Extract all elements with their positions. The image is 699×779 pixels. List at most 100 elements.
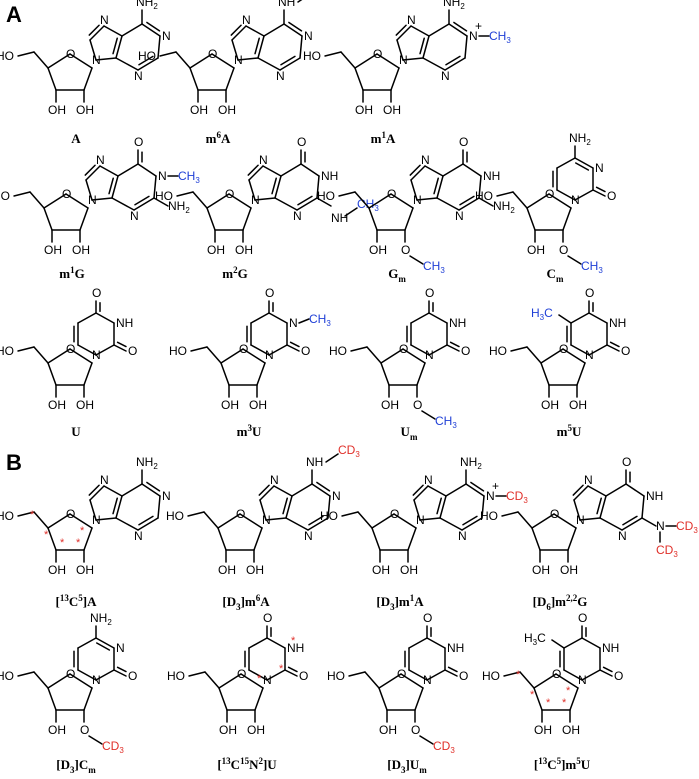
atom-n3: N (304, 529, 313, 543)
bond (570, 344, 590, 356)
oxo-6: O (134, 135, 143, 149)
bond (188, 671, 206, 677)
bond (69, 513, 93, 529)
bond (380, 348, 404, 364)
bond (89, 39, 97, 61)
bond (274, 197, 298, 211)
bond (89, 485, 105, 501)
amino-4: NH2 (569, 131, 591, 147)
compound-caption: [13C5]m5U (534, 756, 591, 772)
isotope-star: * (562, 697, 567, 709)
bond (588, 312, 608, 324)
bond (459, 195, 475, 206)
bond (266, 637, 286, 649)
bond (108, 177, 114, 195)
isotope-star: * (546, 697, 551, 709)
bond (625, 483, 645, 497)
bond (410, 165, 426, 181)
oxo-6: O (622, 455, 631, 469)
methyl-n2a: CD3 (676, 519, 698, 535)
hydroxyl-2: OH (249, 398, 267, 412)
bond (419, 735, 434, 745)
methyl-n6: CD3 (338, 443, 360, 459)
isotope-star: * (279, 663, 284, 675)
atom-n9: N (92, 513, 101, 527)
bond (88, 24, 100, 36)
bond (562, 207, 572, 231)
bond (77, 669, 97, 681)
oxygen-2: O (411, 723, 420, 737)
bond (422, 57, 446, 71)
bond (268, 344, 288, 356)
bond (117, 163, 139, 177)
oxo-2: O (459, 669, 468, 683)
bond (83, 362, 93, 386)
atom-n3: N (130, 209, 139, 223)
bond (419, 517, 441, 521)
bond (433, 177, 439, 195)
bond (402, 348, 426, 364)
bond (428, 312, 448, 324)
bond (380, 362, 390, 386)
bond (409, 255, 424, 265)
ring-oxygen: O (399, 342, 408, 356)
atom-n2: NH (331, 211, 348, 225)
bond (606, 344, 620, 352)
bond (206, 207, 216, 231)
bond (592, 189, 606, 197)
bond (206, 346, 222, 364)
compound-caption: [D3]m1A (376, 593, 424, 612)
bond (95, 57, 117, 61)
atom-n3: N (441, 69, 450, 83)
bond (259, 499, 267, 521)
oxo-2: O (614, 669, 623, 683)
methyl-2: CH3 (581, 259, 603, 275)
hydroxyl-3: OH (221, 398, 239, 412)
bond (157, 35, 161, 59)
isotope-star: * (566, 685, 571, 697)
bond (103, 485, 123, 497)
bond (540, 348, 564, 364)
bond (371, 527, 381, 551)
bond (599, 495, 607, 519)
hydroxyl-5: HO (327, 669, 345, 683)
bond (308, 515, 324, 526)
bond (273, 485, 293, 497)
bond (116, 341, 127, 348)
bond (254, 197, 276, 201)
bond (599, 669, 613, 677)
bond (461, 517, 483, 531)
bond (279, 57, 301, 71)
bond (368, 193, 392, 209)
bond (265, 517, 287, 521)
bond (287, 666, 298, 673)
bond (395, 24, 407, 36)
bond (69, 53, 93, 69)
bond (257, 35, 265, 59)
bond (248, 637, 268, 649)
bond (364, 671, 380, 689)
oxo-2: O (621, 344, 630, 358)
ring-oxygen: O (552, 667, 561, 681)
atom-n3: N (595, 161, 604, 175)
oxo-6: O (297, 135, 306, 149)
atom-n3: N (289, 316, 298, 330)
bond (176, 191, 194, 197)
hydroxyl-3: OH (207, 243, 225, 257)
bond (17, 511, 35, 517)
atom-n3h: NH (287, 641, 304, 655)
atom-n1h: NH (646, 489, 663, 503)
bond (113, 344, 127, 352)
ring-oxygen: O (208, 47, 217, 61)
methyl-n3: CH3 (309, 312, 331, 328)
bond (551, 639, 565, 649)
atom-n6: NH (278, 0, 295, 9)
bond (115, 35, 123, 59)
bond (230, 24, 242, 36)
